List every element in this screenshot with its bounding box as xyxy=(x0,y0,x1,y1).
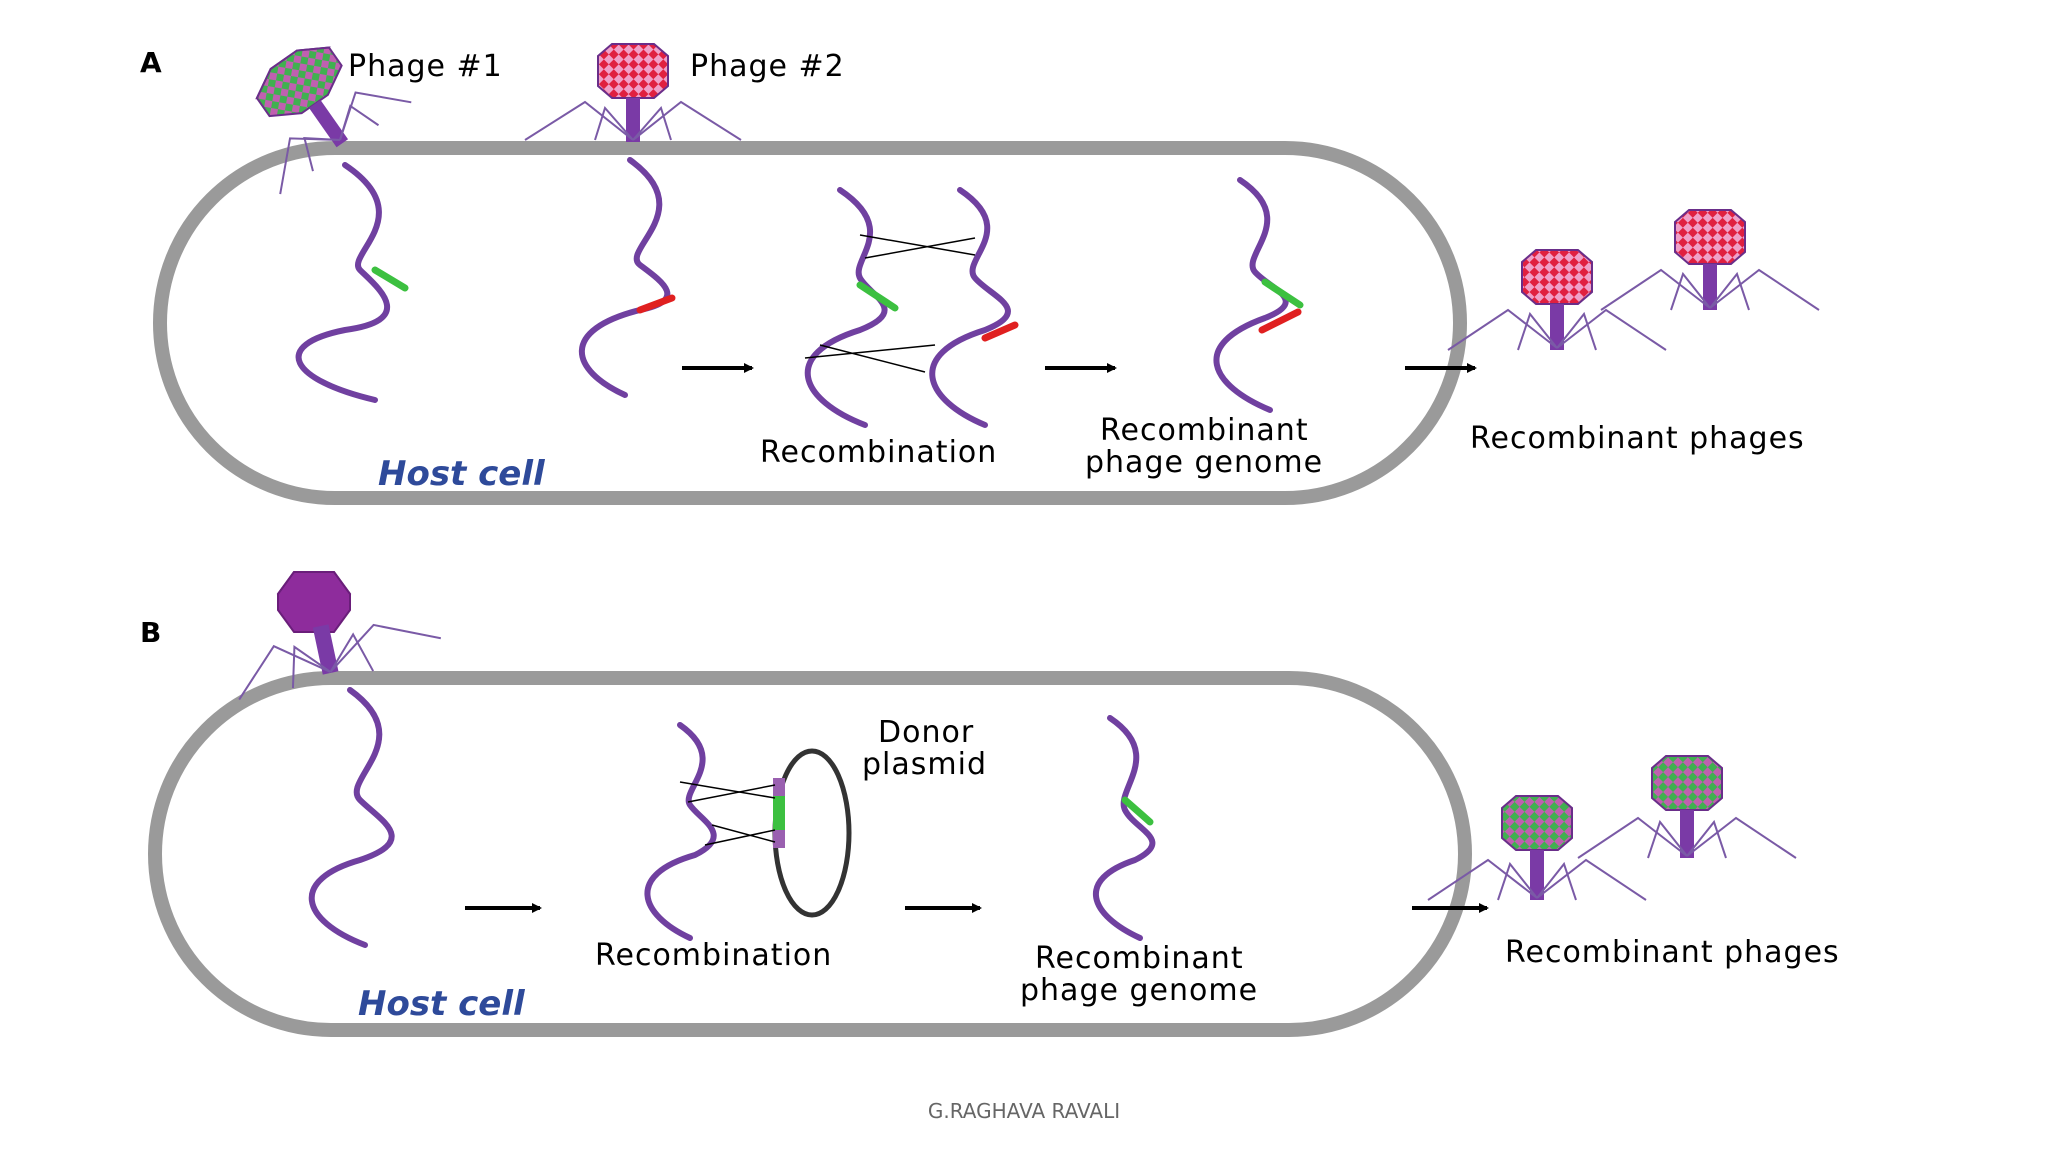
green-marker-recomb xyxy=(856,281,899,312)
recombinant-genome-b-dna xyxy=(1092,715,1156,941)
phage-1-label: Phage #1 xyxy=(348,49,503,84)
recombinant-phage-a-2-icon xyxy=(1600,209,1820,311)
dna-group-b xyxy=(308,687,1156,948)
host-cell-label-b: Host cell xyxy=(358,984,526,1024)
recombinant-genome-label-a-line1: Recombinant xyxy=(1100,413,1309,448)
recombination-label-b: Recombination xyxy=(595,938,832,973)
crossover-lines-a xyxy=(804,234,976,373)
recombination-label-a: Recombination xyxy=(760,435,997,470)
recombinant-genome-label-b-line2: phage genome xyxy=(1020,973,1258,1008)
recombinant-phages-label-a: Recombinant phages xyxy=(1470,421,1805,456)
recomb-dna-left xyxy=(804,187,888,428)
plasmid-homology-arm-bottom xyxy=(773,830,785,848)
footer-author: G.RAGHAVA RAVALI xyxy=(928,1099,1120,1123)
phage-b-icon xyxy=(238,571,442,701)
recombinant-phage-b-2-icon xyxy=(1577,755,1797,859)
green-marker-phage1 xyxy=(371,266,409,292)
phage-b-dna xyxy=(308,687,395,948)
phage-2-label: Phage #2 xyxy=(690,49,845,84)
red-marker-genome xyxy=(1258,308,1302,334)
green-marker-genome xyxy=(1261,278,1304,309)
green-marker-genome-b xyxy=(1121,796,1154,826)
panel-b-label: B xyxy=(140,616,161,649)
recomb-dna-right xyxy=(929,187,1011,428)
phage-2-dna xyxy=(578,157,671,398)
plasmid-green-insert xyxy=(773,796,785,830)
recombinant-genome-label-a-line2: phage genome xyxy=(1085,445,1323,480)
donor-plasmid-label-line2: plasmid xyxy=(862,747,987,782)
donor-plasmid-label-line1: Donor xyxy=(878,715,974,750)
recombinant-phage-b-1-icon xyxy=(1427,795,1647,901)
phage-1-dna xyxy=(295,162,390,403)
recomb-dna-b xyxy=(644,722,717,941)
host-cell-a-membrane xyxy=(153,141,1467,505)
markers-a xyxy=(371,266,1304,342)
recombinant-phage-a-1-icon xyxy=(1447,249,1667,351)
host-cell-label-a: Host cell xyxy=(378,454,546,494)
crossover-lines-b xyxy=(679,781,776,846)
phage-1-icon xyxy=(255,46,412,195)
red-marker-recomb xyxy=(981,321,1019,342)
red-marker-phage2 xyxy=(636,294,676,314)
recombinant-genome-label-b-line1: Recombinant xyxy=(1035,941,1244,976)
plasmid-homology-arm-top xyxy=(773,778,785,796)
phage-2-icon xyxy=(524,43,742,142)
recombinant-phages-label-b: Recombinant phages xyxy=(1505,935,1840,970)
host-cell-b-membrane xyxy=(148,671,1472,1037)
panel-a-label: A xyxy=(140,46,162,79)
dna-group-a xyxy=(295,157,1289,428)
